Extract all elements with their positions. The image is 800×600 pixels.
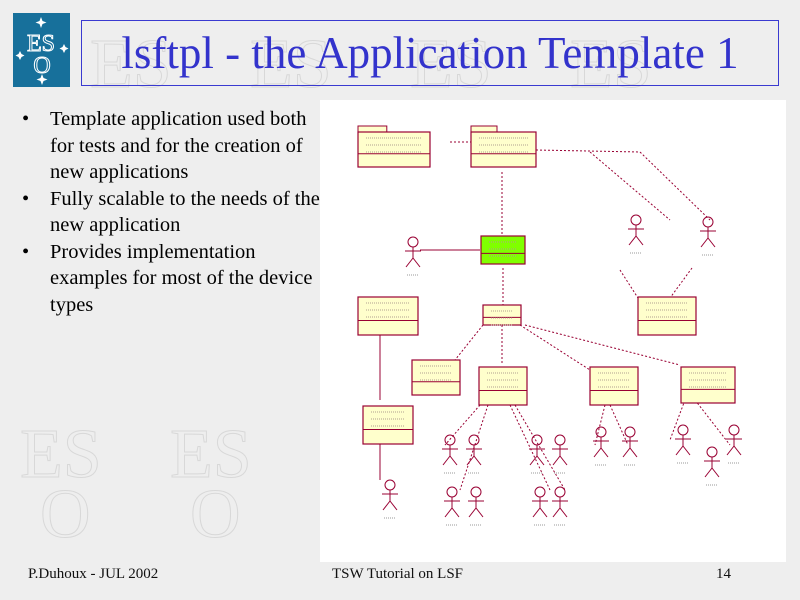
uml-relation xyxy=(682,445,691,456)
uml-relation xyxy=(707,237,716,248)
uml-actor-head xyxy=(630,214,642,226)
title-box: lsftpl - the Application Template 1 xyxy=(81,20,779,86)
uml-relation xyxy=(622,447,631,458)
svg-text:ES: ES xyxy=(27,31,55,57)
footer-center: TSW Tutorial on LSF xyxy=(332,566,464,582)
uml-relation xyxy=(529,455,538,466)
uml-relation xyxy=(535,149,641,153)
uml-actor-head xyxy=(531,434,543,446)
uml-actor-head xyxy=(624,426,636,438)
uml-relation xyxy=(704,467,713,478)
bullet-item: •Provides implementation examples for mo… xyxy=(22,240,313,316)
uml-relation xyxy=(536,455,545,466)
uml-relation xyxy=(552,455,561,466)
uml-relation xyxy=(552,507,561,518)
uml-relation xyxy=(412,257,421,268)
uml-relation xyxy=(451,507,460,518)
footer-page-number: 14 xyxy=(716,566,731,582)
uml-relation xyxy=(454,324,484,361)
uml-relation xyxy=(405,257,414,268)
uml-class-diagram xyxy=(320,100,786,562)
uml-relation xyxy=(609,404,629,446)
uml-actor-head xyxy=(595,426,607,438)
uml-class-box xyxy=(482,304,522,326)
uml-actor-head xyxy=(702,216,714,228)
uml-relation xyxy=(628,235,637,246)
uml-relation xyxy=(532,507,541,518)
uml-relation xyxy=(444,507,453,518)
uml-class-box xyxy=(480,235,526,265)
uml-actor-head xyxy=(554,434,566,446)
uml-actor-head xyxy=(384,479,396,491)
uml-relation xyxy=(509,404,551,491)
uml-class-box xyxy=(470,131,537,168)
uml-class-box xyxy=(680,366,736,404)
svg-text:O: O xyxy=(33,53,50,79)
uml-relation xyxy=(442,455,451,466)
uml-actor-head xyxy=(534,486,546,498)
uml-relation xyxy=(519,324,591,371)
bullet-item: •Fully scalable to the needs of the new … xyxy=(22,187,320,237)
uml-relation xyxy=(669,399,686,441)
uml-actor-head xyxy=(468,434,480,446)
uml-relation xyxy=(444,404,481,446)
uml-relation xyxy=(514,404,566,491)
uml-relation xyxy=(449,455,458,466)
uml-package-tab xyxy=(470,125,498,133)
uml-relation xyxy=(700,237,709,248)
uml-class-box xyxy=(411,359,461,396)
eso-logo: ES O xyxy=(13,13,70,87)
uml-relation xyxy=(389,500,398,511)
uml-relation xyxy=(635,235,644,246)
uml-relation xyxy=(593,447,602,458)
slide-title: lsftpl - the Application Template 1 xyxy=(121,28,739,78)
footer-author: P.Duhoux - JUL 2002 xyxy=(28,566,159,582)
uml-relation xyxy=(726,445,735,456)
uml-relation xyxy=(468,507,477,518)
uml-relation xyxy=(559,455,568,466)
uml-class-box xyxy=(357,131,431,168)
uml-relation xyxy=(675,445,684,456)
uml-relation xyxy=(382,500,391,511)
uml-relation xyxy=(524,324,681,366)
uml-actor-head xyxy=(728,424,740,436)
bullet-list: •Template application used both for test… xyxy=(22,106,322,318)
uml-relation xyxy=(694,399,731,446)
uml-package-tab xyxy=(357,125,388,133)
uml-relation xyxy=(619,269,639,299)
uml-relation xyxy=(589,151,671,221)
uml-relation xyxy=(559,507,568,518)
uml-actor-head xyxy=(470,486,482,498)
uml-actor-head xyxy=(444,434,456,446)
uml-relation xyxy=(473,455,482,466)
uml-relation xyxy=(594,404,606,446)
uml-relation xyxy=(466,455,475,466)
uml-relation xyxy=(639,151,711,221)
uml-relation xyxy=(711,467,720,478)
uml-relation xyxy=(669,267,693,299)
uml-relation xyxy=(733,445,742,456)
uml-actor-head xyxy=(554,486,566,498)
uml-actor-head xyxy=(706,446,718,458)
uml-actor-head xyxy=(677,424,689,436)
uml-relation xyxy=(600,447,609,458)
uml-relation xyxy=(475,507,484,518)
uml-relation xyxy=(629,447,638,458)
uml-actor-head xyxy=(407,236,419,248)
uml-actor-head xyxy=(446,486,458,498)
uml-relation xyxy=(539,507,548,518)
bullet-item: •Template application used both for test… xyxy=(22,108,307,183)
